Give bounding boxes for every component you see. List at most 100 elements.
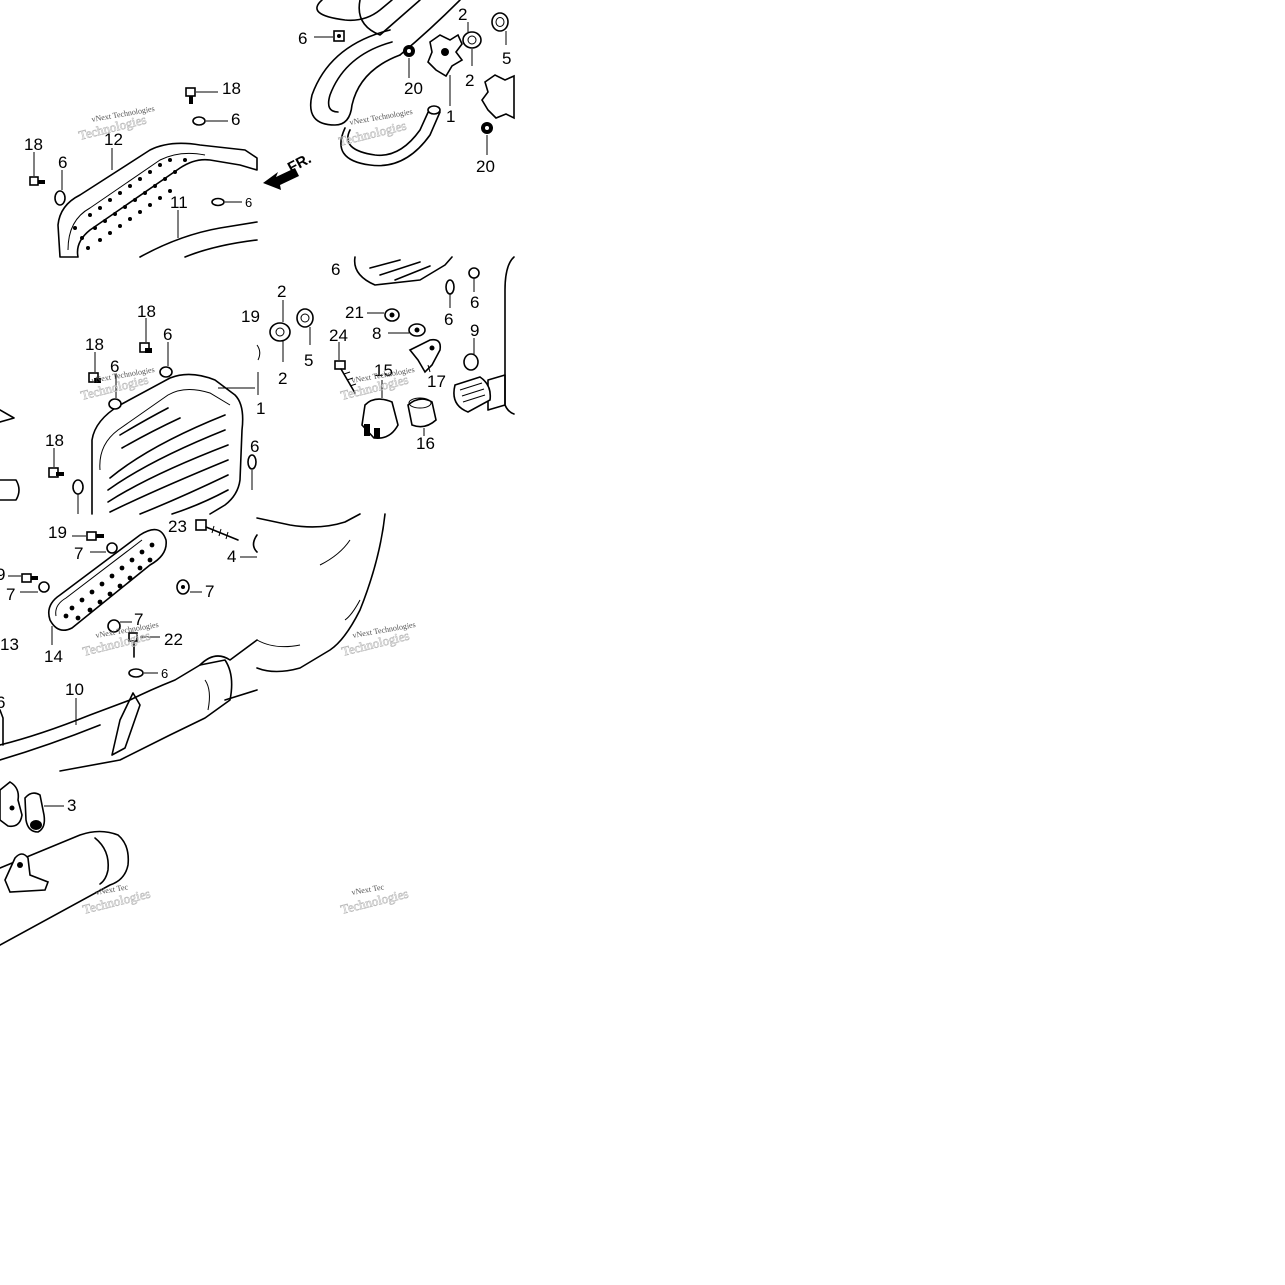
nut-21 <box>384 308 400 322</box>
callout-t4-j: 9 <box>470 321 479 340</box>
callout-t2-a: 2 <box>458 5 467 24</box>
washer-7-a <box>106 542 118 554</box>
callout-t4-a: 6 <box>331 260 340 279</box>
callout-t3-g: 18 <box>45 431 64 450</box>
callout-t5-m: 6 <box>0 693 5 712</box>
callout-t4-h: 6 <box>444 310 453 329</box>
washer-6-left <box>54 190 66 206</box>
washer-6-t3-c <box>72 479 84 495</box>
callout-t3-b: 6 <box>163 325 172 344</box>
washer-6-right <box>211 197 225 207</box>
collar-2 <box>462 31 482 49</box>
tile-heat-shield: 18 6 18 6 12 11 6 FR. vNext Technologies… <box>24 79 314 258</box>
callout-t3-f: 1 <box>256 399 265 418</box>
flange-1-second <box>481 74 515 120</box>
gasket-5 <box>491 12 509 32</box>
collar-2-t4 <box>269 322 291 342</box>
muffler-body-lower <box>184 239 258 258</box>
callout-t2-g: 20 <box>476 157 495 176</box>
rubber-mount-15 <box>361 398 399 440</box>
clamp-3-a <box>0 781 23 828</box>
muffler-tail <box>0 830 130 946</box>
small-shield-holes <box>63 542 155 621</box>
callout-t1-d: 6 <box>58 153 67 172</box>
callout-t5-c: 23 <box>168 517 187 536</box>
callout-t2-d: 2 <box>465 71 474 90</box>
callout-t3-a: 18 <box>137 302 156 321</box>
muffler-end-cap <box>453 376 492 413</box>
callout-t2-e: 1 <box>446 107 455 126</box>
bracket-17 <box>408 338 442 374</box>
tile-small-shield: 19 7 23 4 9 7 7 13 7 14 22 6 6 10 vNext … <box>0 517 258 772</box>
callout-t1-b: 6 <box>231 110 240 129</box>
exhaust-pipe-loop <box>310 29 401 126</box>
callout-t5-i: 7 <box>134 610 143 629</box>
exhaust-pipe-lower <box>340 107 441 167</box>
callout-t4-d: 5 <box>304 351 313 370</box>
callout-t5-a: 19 <box>48 523 67 542</box>
callout-t5-l: 6 <box>161 666 168 681</box>
callout-t5-j: 14 <box>44 647 63 666</box>
callout-t5-f: 7 <box>6 585 15 604</box>
bolt-19-t5 <box>86 531 104 541</box>
bolt-18-t3-b <box>88 372 101 383</box>
callout-t3-e: 19 <box>241 307 260 326</box>
muffler-body <box>139 221 258 258</box>
heat-shield-inner-edge <box>67 152 206 251</box>
bolt-22 <box>128 632 138 658</box>
nut-20-upper <box>403 45 415 57</box>
muffler-bracket <box>4 853 50 893</box>
washer-6-t5 <box>128 668 144 678</box>
exhaust-pipe-2 <box>358 0 421 36</box>
callout-t2-c: 20 <box>404 79 423 98</box>
bolt-23 <box>195 519 239 541</box>
callout-t2-b: 6 <box>298 29 307 48</box>
callout-t4-e: 21 <box>345 303 364 322</box>
nut-20-lower <box>481 122 493 134</box>
bushing-16 <box>407 398 437 428</box>
callout-t5-e: 9 <box>0 565 5 584</box>
callout-t7-a: 3 <box>67 796 76 815</box>
muffler-10 <box>0 659 233 772</box>
callout-t5-n: 10 <box>65 680 84 699</box>
callout-t4-c: 2 <box>278 369 287 388</box>
gasket-5-t4 <box>296 308 314 328</box>
washer-6-t3-b <box>108 398 122 410</box>
callout-t5-k: 22 <box>164 630 183 649</box>
bolt-9-t5 <box>21 573 38 583</box>
muffler-shield-slots <box>107 407 229 515</box>
callout-t5-h: 13 <box>0 635 19 654</box>
callout-t4-g: 8 <box>372 324 381 343</box>
washer-7-b <box>38 581 50 593</box>
tile-exhaust-pipes: 2 6 20 2 1 5 20 vNext Technologies Techn… <box>298 0 515 176</box>
washer-6-t3-a <box>159 366 173 378</box>
callout-t4-b: 2 <box>277 282 286 301</box>
callout-t1-g: 6 <box>245 195 252 210</box>
callout-t3-c: 18 <box>85 335 104 354</box>
nut-8 <box>408 323 426 337</box>
exhaust-pipe-1 <box>316 0 393 22</box>
tile-muffler-shield: 18 6 18 6 19 1 18 6 vNext Technologies T… <box>0 302 265 515</box>
washer-6-t4-b <box>468 267 480 279</box>
tile-frame: vNext Technologies Technologies <box>256 513 416 673</box>
callout-t5-b: 7 <box>74 544 83 563</box>
tile-clamp: 3 vNext Tec Technologies <box>0 781 152 946</box>
callout-t1-e: 12 <box>104 130 123 149</box>
callout-t1-f: 11 <box>170 193 188 212</box>
bolt-18-left <box>29 176 45 186</box>
tile-blank-watermark: vNext Tec Technologies <box>339 882 410 917</box>
nut-6-pipe <box>333 30 345 42</box>
heat-shield-holes <box>73 158 187 250</box>
nut-9 <box>463 353 479 371</box>
pipe-end-lower <box>427 105 441 115</box>
callout-t4-f: 24 <box>329 326 348 345</box>
tile-hardware: 6 2 2 5 21 24 8 6 6 9 15 17 16 vNext Tec… <box>269 256 515 453</box>
callout-t5-d: 4 <box>227 547 236 566</box>
frame-outline <box>256 513 361 528</box>
bolt-18-t3-c <box>48 467 64 478</box>
bolt-18-top <box>185 87 196 104</box>
exhaust-pipe-loop-inner <box>327 41 393 113</box>
heat-shield-outline <box>57 142 258 258</box>
callout-t4-m: 16 <box>416 434 435 453</box>
